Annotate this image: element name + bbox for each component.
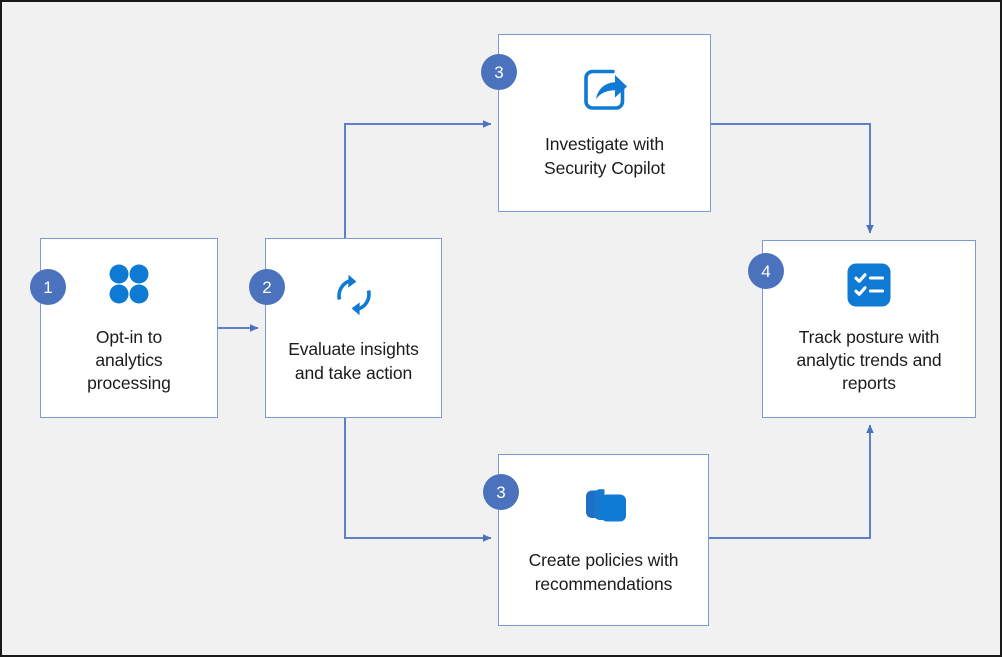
step-label: Create policies with recommendations	[528, 550, 679, 594]
connector-create-policies-to-4	[709, 424, 874, 539]
share-export-icon	[580, 66, 630, 119]
step-box-opt-in[interactable]: Opt-in to analytics processing	[40, 238, 218, 418]
step-label: Opt-in to analytics processing	[87, 326, 171, 394]
step-badge-3-investigate: 3	[481, 54, 517, 90]
step-badge-1: 1	[30, 269, 66, 305]
step-badge-4: 4	[748, 253, 784, 289]
layers-stack-icon	[579, 484, 629, 535]
checklist-icon	[847, 263, 891, 312]
refresh-sync-icon	[330, 271, 378, 324]
four-dots-grid-icon	[106, 261, 152, 312]
step-badge-3-create-policies: 3	[483, 474, 519, 510]
step-box-create-policies[interactable]: Create policies with recommendations	[498, 454, 709, 626]
step-badge-2: 2	[249, 269, 285, 305]
step-label: Investigate with Security Copilot	[544, 134, 665, 178]
step-box-investigate-security-copilot[interactable]: Investigate with Security Copilot	[498, 34, 711, 212]
step-box-track-posture[interactable]: Track posture with analytic trends and r…	[762, 240, 976, 418]
connector-2-to-create-policies	[344, 418, 492, 542]
step-box-evaluate-insights[interactable]: Evaluate insights and take action	[265, 238, 442, 418]
connector-investigate-to-4	[711, 123, 874, 234]
step-label: Evaluate insights and take action	[288, 339, 419, 383]
connector-2-to-investigate	[344, 120, 492, 238]
step-label: Track posture with analytic trends and r…	[796, 326, 942, 394]
